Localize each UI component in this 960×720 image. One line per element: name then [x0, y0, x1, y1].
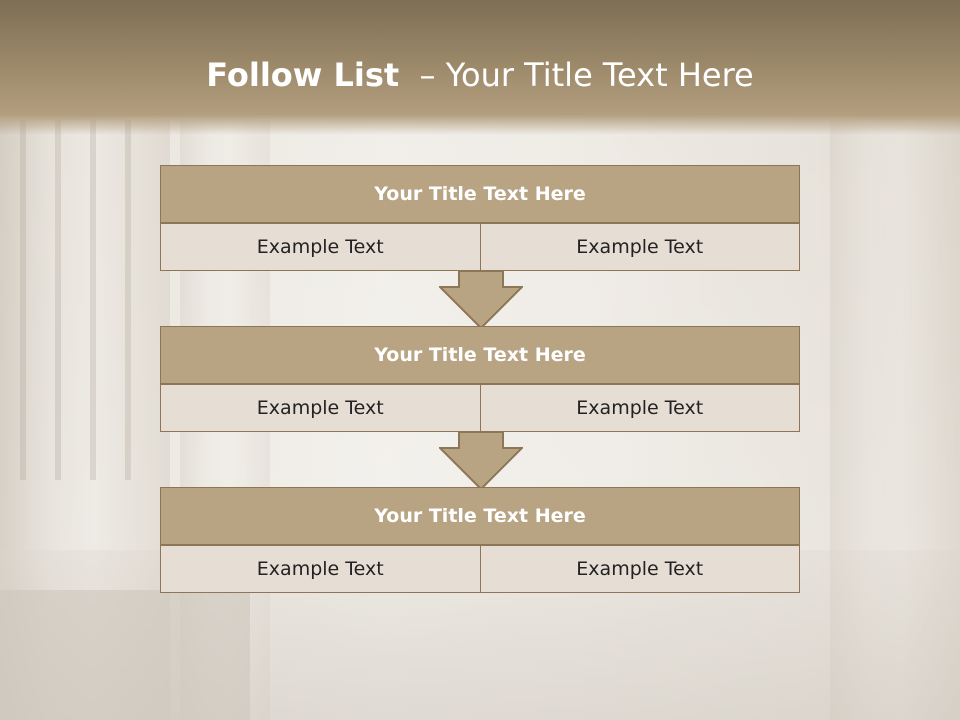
step-cell-left: Example Text [160, 545, 481, 593]
step-title: Your Title Text Here [160, 487, 800, 545]
column-flute [125, 120, 131, 480]
slide-title-bold: Follow List [206, 56, 400, 94]
step-title: Your Title Text Here [160, 326, 800, 384]
step-cell-right: Example Text [480, 384, 800, 432]
step-block-1: Your Title Text Here Example Text Exampl… [160, 165, 800, 271]
column-flute [55, 120, 61, 480]
step-row: Example Text Example Text [160, 223, 800, 271]
slide-title: Follow List – Your Title Text Here [0, 56, 960, 94]
slide-title-rest: – Your Title Text Here [419, 56, 754, 94]
title-bar [0, 0, 960, 135]
step-block-3: Your Title Text Here Example Text Exampl… [160, 487, 800, 593]
step-row: Example Text Example Text [160, 384, 800, 432]
step-row: Example Text Example Text [160, 545, 800, 593]
step-cell-right: Example Text [480, 223, 800, 271]
column-flute [90, 120, 96, 480]
step-title: Your Title Text Here [160, 165, 800, 223]
column-flute [20, 120, 26, 480]
down-arrow-icon [439, 271, 523, 329]
step-cell-left: Example Text [160, 384, 481, 432]
down-arrow-icon [439, 432, 523, 490]
column-base [0, 590, 250, 720]
step-cell-left: Example Text [160, 223, 481, 271]
step-block-2: Your Title Text Here Example Text Exampl… [160, 326, 800, 432]
step-cell-right: Example Text [480, 545, 800, 593]
